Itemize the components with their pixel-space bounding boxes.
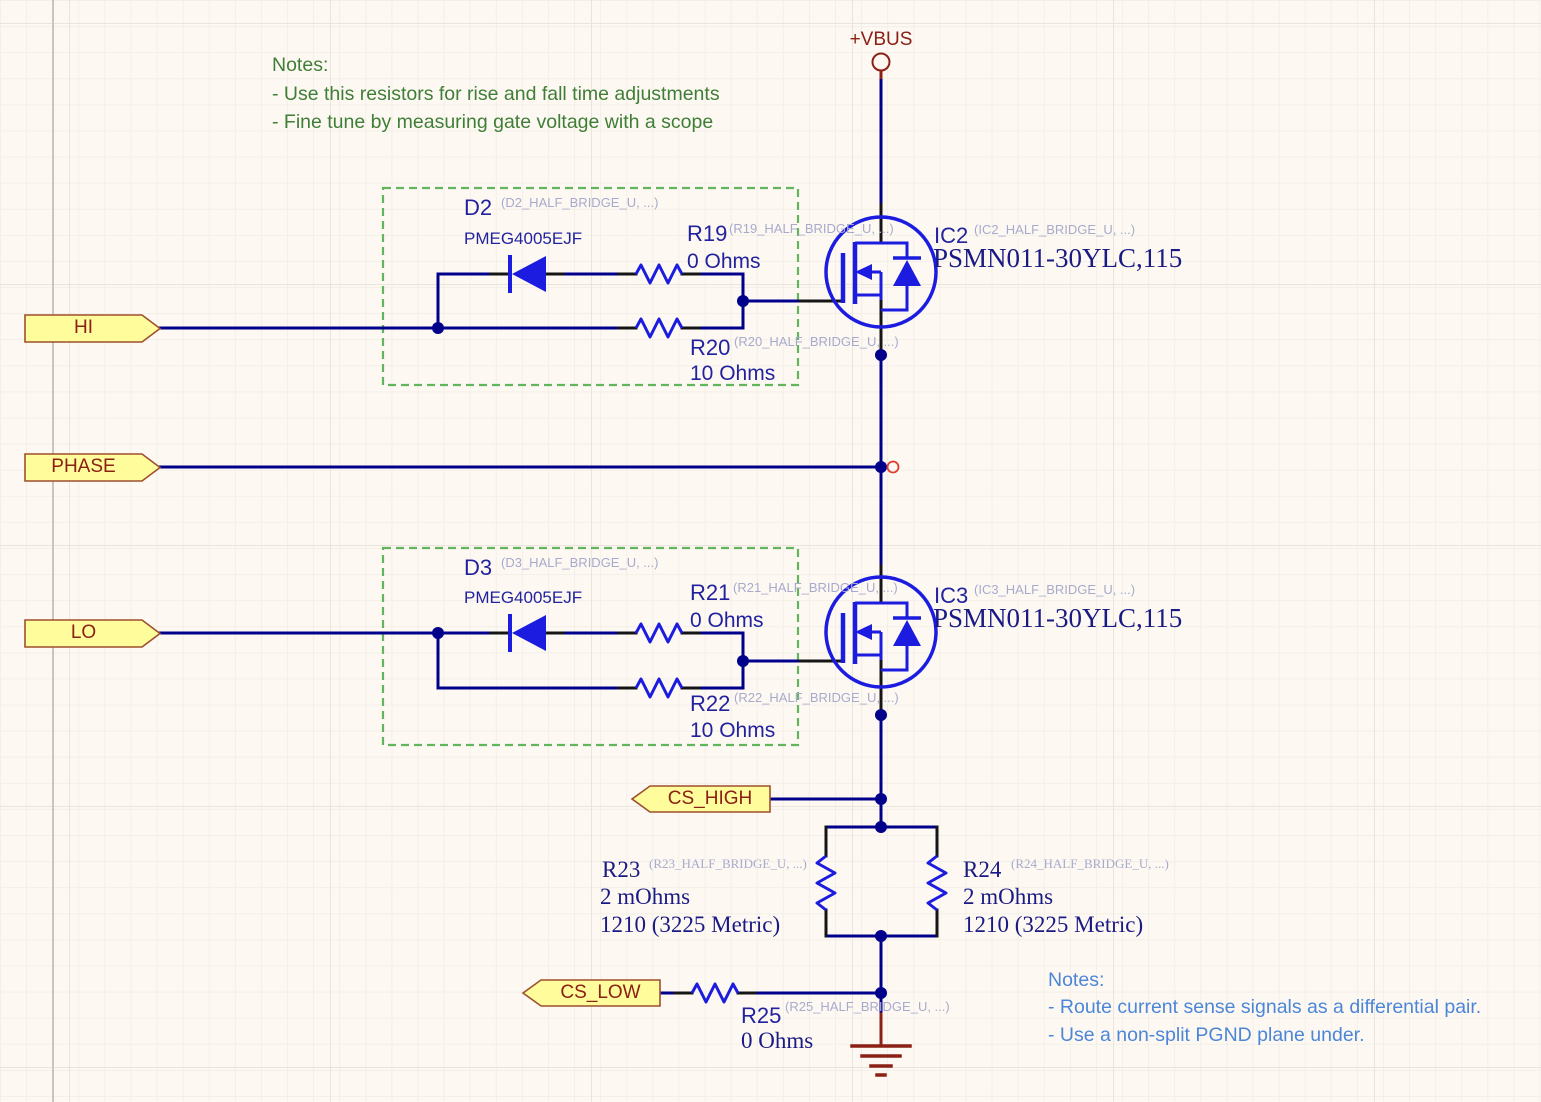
notes-top-title[interactable]: Notes:	[272, 54, 329, 76]
d3-designator[interactable]: D3	[464, 555, 493, 580]
vbus-power-port-icon[interactable]	[871, 52, 891, 80]
d2-annotation: (D2_HALF_BRIDGE_U, ...)	[501, 195, 659, 210]
r19-value[interactable]: 0 Ohms	[687, 250, 761, 273]
d3-part-value[interactable]: PMEG4005EJF	[464, 588, 583, 607]
r23-resistor-symbol[interactable]	[815, 854, 837, 912]
notes-bottom-line-2[interactable]: - Use a non-split PGND plane under.	[1048, 1024, 1365, 1046]
r22-resistor-symbol[interactable]	[634, 677, 684, 699]
d2-designator[interactable]: D2	[464, 195, 493, 220]
r23-designator[interactable]: R23	[602, 857, 641, 882]
r22-designator[interactable]: R22	[690, 691, 731, 716]
port-shape-lo[interactable]	[24, 619, 162, 648]
r25-value[interactable]: 0 Ohms	[741, 1028, 814, 1053]
r19-resistor-symbol[interactable]	[634, 263, 684, 285]
dashed-note-box-bottom[interactable]	[381, 546, 800, 747]
notes-bottom-line-1[interactable]: - Route current sense signals as a diffe…	[1048, 996, 1482, 1018]
r24-resistor-symbol[interactable]	[926, 854, 948, 912]
r23-value[interactable]: 2 mOhms	[600, 884, 691, 909]
r24-annotation: (R24_HALF_BRIDGE_U, ...)	[1011, 856, 1169, 871]
sheet-border-line	[52, 0, 54, 1102]
port-label-lo[interactable]: LO	[70, 622, 97, 644]
ic3-designator[interactable]: IC3	[934, 583, 969, 608]
ic3-mosfet-symbol[interactable]	[824, 575, 938, 689]
r21-value[interactable]: 0 Ohms	[690, 609, 764, 632]
r20-designator[interactable]: R20	[690, 335, 731, 360]
d3-annotation: (D3_HALF_BRIDGE_U, ...)	[501, 555, 659, 570]
dashed-note-box-top[interactable]	[381, 186, 800, 387]
r22-annotation: (R22_HALF_BRIDGE_U, ...)	[734, 690, 899, 705]
port-shape-cs-low[interactable]	[521, 979, 661, 1007]
notes-top-line-2[interactable]: - Fine tune by measuring gate voltage wi…	[272, 111, 714, 133]
port-label-cs-low[interactable]: CS_LOW	[560, 981, 641, 1003]
wires[interactable]	[158, 76, 939, 1016]
notes-top-line-1[interactable]: - Use this resistors for rise and fall t…	[272, 83, 720, 105]
ic2-annotation: (IC2_HALF_BRIDGE_U, ...)	[974, 222, 1136, 237]
ic2-mosfet-symbol[interactable]	[824, 215, 938, 329]
component-pins	[489, 203, 939, 995]
r24-footprint[interactable]: 1210 (3225 Metric)	[963, 912, 1144, 937]
r19-annotation: (R19_HALF_BRIDGE_U, ...)	[729, 221, 894, 236]
d2-part-value[interactable]: PMEG4005EJF	[464, 229, 583, 248]
notes-bottom-title[interactable]: Notes:	[1048, 969, 1105, 991]
d2-diode-symbol[interactable]	[508, 255, 546, 293]
d3-diode-symbol[interactable]	[508, 614, 546, 652]
resistor-symbols[interactable]	[634, 263, 948, 1004]
port-shape-phase[interactable]	[24, 453, 162, 482]
net-ports[interactable]	[24, 314, 771, 1007]
port-shape-hi[interactable]	[24, 314, 162, 343]
ground-icon[interactable]	[850, 1012, 912, 1077]
r21-designator[interactable]: R21	[690, 580, 731, 605]
no-erc-marker-icon[interactable]	[886, 460, 900, 474]
r22-value[interactable]: 10 Ohms	[690, 719, 776, 742]
ic2-part-number[interactable]: PSMN011-30YLC,115	[933, 243, 1183, 273]
r23-annotation: (R23_HALF_BRIDGE_U, ...)	[649, 856, 807, 871]
r25-designator[interactable]: R25	[741, 1003, 782, 1028]
r20-resistor-symbol[interactable]	[634, 317, 684, 339]
vbus-net-label[interactable]: +VBUS	[849, 29, 913, 50]
r20-annotation: (R20_HALF_BRIDGE_U, ...)	[734, 334, 899, 349]
port-label-hi[interactable]: HI	[74, 317, 93, 339]
ic3-annotation: (IC3_HALF_BRIDGE_U, ...)	[974, 582, 1136, 597]
r24-designator[interactable]: R24	[963, 857, 1002, 882]
port-label-cs-high[interactable]: CS_HIGH	[667, 787, 753, 809]
r24-value[interactable]: 2 mOhms	[963, 884, 1054, 909]
r20-value[interactable]: 10 Ohms	[690, 362, 776, 385]
ic3-part-number[interactable]: PSMN011-30YLC,115	[933, 603, 1183, 633]
r25-annotation: (R25_HALF_BRIDGE_U, ...)	[785, 999, 950, 1014]
r21-resistor-symbol[interactable]	[634, 622, 684, 644]
r21-annotation: (R21_HALF_BRIDGE_U, ...)	[733, 580, 898, 595]
ic2-designator[interactable]: IC2	[934, 223, 969, 248]
port-label-phase[interactable]: PHASE	[51, 456, 116, 478]
junction-dots	[432, 295, 887, 999]
r19-designator[interactable]: R19	[687, 221, 728, 246]
port-shape-cs-high[interactable]	[630, 785, 771, 813]
r23-footprint[interactable]: 1210 (3225 Metric)	[600, 912, 781, 937]
r25-resistor-symbol[interactable]	[690, 982, 740, 1004]
